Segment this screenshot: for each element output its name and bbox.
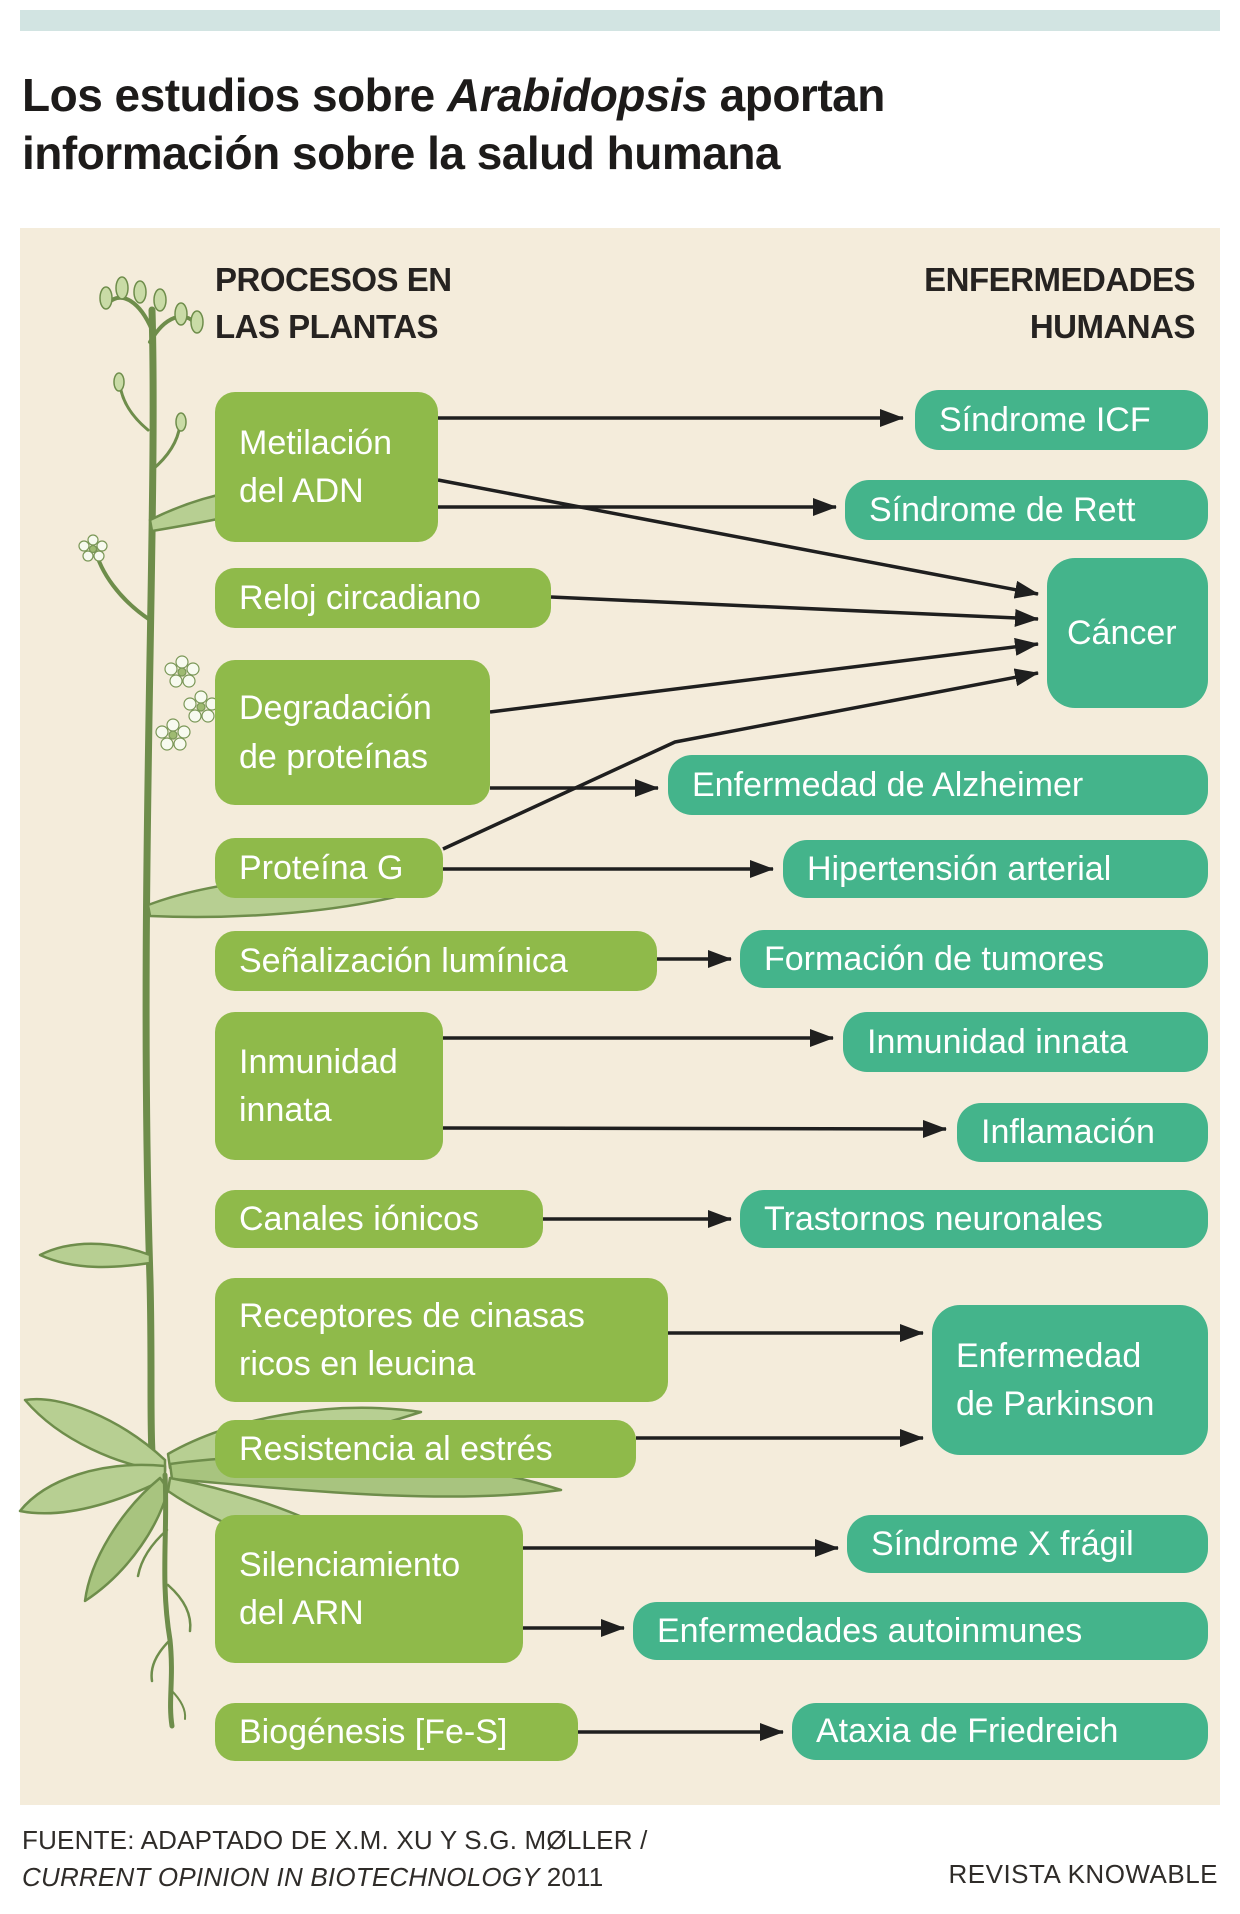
disease-box-cancer: Cáncer [1047, 558, 1208, 708]
left-column-header: PROCESOS EN LAS PLANTAS [215, 256, 452, 350]
process-box-metilacion-del-adn: Metilación del ADN [215, 392, 438, 542]
disease-box-formacion-de-tumores: Formación de tumores [740, 930, 1208, 988]
title-line2: información sobre la salud humana [22, 127, 781, 179]
source-year: 2011 [546, 1862, 604, 1892]
source-attribution: FUENTE: ADAPTADO DE X.M. XU Y S.G. MØLLE… [22, 1822, 648, 1896]
disease-box-sindrome-icf: Síndrome ICF [915, 390, 1208, 450]
disease-box-inflamacion: Inflamación [957, 1103, 1208, 1162]
process-box-silenciamiento-del-arn: Silenciamiento del ARN [215, 1515, 523, 1663]
right-header-line2: HUMANAS [1029, 308, 1196, 345]
process-box-reloj-circadiano: Reloj circadiano [215, 568, 551, 628]
disease-box-ataxia-de-friedreich: Ataxia de Friedreich [792, 1703, 1208, 1760]
process-box-inmunidad-innata: Inmunidad innata [215, 1012, 443, 1160]
page-title: Los estudios sobre Arabidopsis aportan i… [22, 66, 1202, 182]
top-accent-bar [20, 10, 1220, 31]
publisher-credit: REVISTA KNOWABLE [948, 1859, 1218, 1889]
process-box-degradacion-de-proteinas: Degradación de proteínas [215, 660, 490, 805]
right-header-line1: ENFERMEDADES [924, 261, 1195, 298]
source-line1: FUENTE: ADAPTADO DE X.M. XU Y S.G. MØLLE… [22, 1825, 648, 1855]
process-box-canales-ionicos: Canales iónicos [215, 1190, 543, 1248]
disease-box-alzheimer: Enfermedad de Alzheimer [668, 755, 1208, 815]
process-box-biogenesis-fe-s: Biogénesis [Fe-S] [215, 1703, 578, 1761]
disease-box-enfermedades-autoinmunes: Enfermedades autoinmunes [633, 1602, 1208, 1660]
process-box-senalizacion-luminica: Señalización lumínica [215, 931, 657, 991]
disease-box-trastornos-neuronales: Trastornos neuronales [740, 1190, 1208, 1248]
right-column-header: ENFERMEDADES HUMANAS [924, 256, 1195, 350]
process-box-resistencia-al-estres: Resistencia al estrés [215, 1420, 636, 1478]
process-box-receptores-de-cinasas: Receptores de cinasas ricos en leucina [215, 1278, 668, 1402]
left-header-line2: LAS PLANTAS [215, 308, 439, 345]
disease-box-sindrome-x-fragil: Síndrome X frágil [847, 1515, 1208, 1573]
process-box-proteina-g: Proteína G [215, 838, 443, 898]
disease-box-hipertension-arterial: Hipertensión arterial [783, 840, 1208, 898]
left-header-line1: PROCESOS EN [215, 261, 452, 298]
disease-box-inmunidad-innata: Inmunidad innata [843, 1012, 1208, 1072]
disease-box-parkinson: Enfermedad de Parkinson [932, 1305, 1208, 1455]
disease-box-sindrome-de-rett: Síndrome de Rett [845, 480, 1208, 540]
title-italic-arabidopsis: Arabidopsis [447, 69, 708, 121]
title-part1: Los estudios sobre [22, 69, 448, 121]
source-journal: CURRENT OPINION IN BIOTECHNOLOGY [22, 1862, 547, 1892]
title-part2: aportan [707, 69, 886, 121]
